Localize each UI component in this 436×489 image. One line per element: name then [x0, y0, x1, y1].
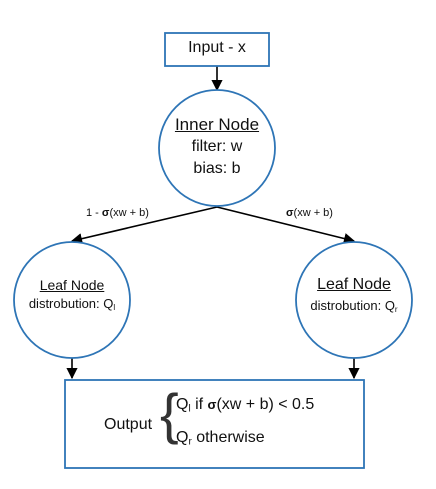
- output-case1-if: if: [190, 396, 208, 413]
- output-brace-glyph: {: [160, 382, 179, 445]
- output-case-1: Ql if σ(xw + b) < 0.5: [176, 397, 314, 414]
- left-edge-label: 1 - σ(xw + b): [86, 208, 149, 219]
- left-edge-prefix: 1 -: [86, 207, 102, 219]
- output-label-text: Output: [104, 416, 153, 433]
- left-leaf-node-circle: [13, 241, 131, 359]
- inner-node-filter: filter: w: [192, 139, 243, 155]
- output-case1-sub: l: [188, 403, 191, 415]
- output-case-2: Qr otherwise: [176, 430, 265, 447]
- right-leaf-distribution: distrobution: Qr: [310, 299, 397, 314]
- edge-inner-to-right-leaf: [216, 206, 356, 245]
- output-case1-q: Q: [176, 396, 189, 413]
- input-label: Input - x: [188, 40, 246, 56]
- right-leaf-dist-sub: r: [394, 305, 398, 314]
- left-edge-sigma: σ: [101, 207, 110, 219]
- left-leaf-distribution: distrobution: Ql: [29, 297, 115, 312]
- inner-node-bias-text: bias: b: [193, 160, 241, 177]
- output-case1-sigma: σ: [207, 397, 217, 412]
- inner-node-bias: bias: b: [193, 161, 240, 177]
- inner-node-title-text: Inner Node: [174, 115, 260, 134]
- output-label: Output: [104, 417, 152, 433]
- output-case1-rest: (xw + b) < 0.5: [216, 396, 315, 413]
- inner-node-filter-text: filter: w: [191, 138, 243, 155]
- right-edge-label: σ(xw + b): [286, 208, 333, 219]
- input-label-text: Input - x: [188, 39, 246, 56]
- input-node-box: [164, 32, 270, 67]
- output-case2-sub: r: [188, 436, 192, 448]
- right-leaf-dist-text: distrobution: Q: [310, 298, 395, 313]
- output-case2-q: Q: [176, 429, 189, 446]
- left-leaf-title: Leaf Node: [40, 278, 105, 292]
- inner-node-title: Inner Node: [175, 116, 259, 133]
- inner-node-circle: [158, 89, 276, 207]
- left-edge-arg: (xw + b): [109, 207, 149, 219]
- left-leaf-title-text: Leaf Node: [39, 277, 105, 293]
- left-leaf-dist-sub: l: [113, 303, 116, 312]
- output-brace: {: [160, 386, 179, 442]
- right-leaf-title-text: Leaf Node: [317, 276, 391, 293]
- output-node-box: [64, 379, 365, 469]
- right-leaf-title: Leaf Node: [317, 277, 391, 293]
- right-edge-sigma: σ: [286, 207, 294, 219]
- output-case2-rest: otherwise: [191, 429, 265, 446]
- left-leaf-dist-text: distrobution: Q: [28, 296, 114, 311]
- edge-inner-to-left-leaf: [70, 206, 218, 245]
- right-leaf-node-circle: [295, 241, 413, 359]
- right-edge-arg: (xw + b): [293, 207, 333, 219]
